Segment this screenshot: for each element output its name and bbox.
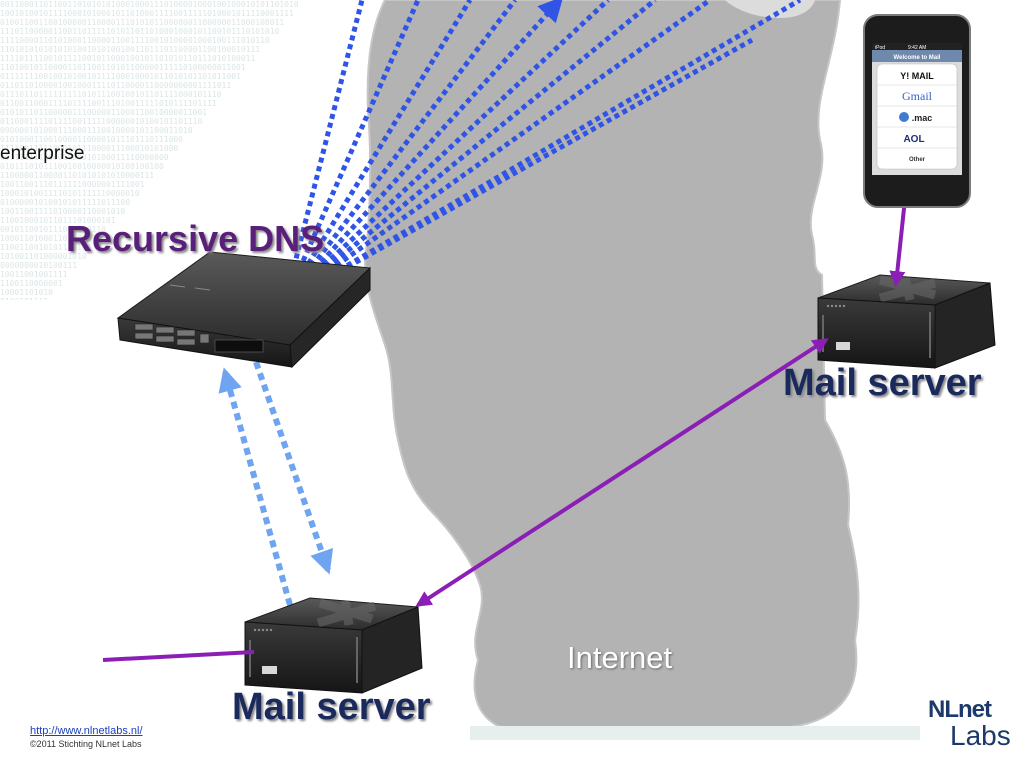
dns-query-arrow [282, 0, 365, 303]
recursive-dns-label: Recursive DNS [66, 218, 325, 259]
phone-option-aol: AOL [903, 134, 924, 145]
dns-query-arrow [283, 0, 712, 305]
footer: http://www.nlnetlabs.nl/ ©2011 Stichting… [30, 725, 143, 751]
local-dns-response-arrow [253, 361, 334, 575]
binary-background-pattern: 0011000110110011010101010001000111010000… [0, 0, 299, 300]
logo-line2: Labs [950, 720, 1011, 751]
local-dns-arrows [218, 361, 334, 606]
smtp-arrow-between-servers [415, 338, 829, 607]
mac-globe-icon [899, 112, 909, 122]
phone-option-yahoo-mail: Y! MAIL [900, 71, 934, 81]
copyright-text: ©2011 Stichting NLnet Labs [30, 739, 142, 749]
dns-query-arrow [282, 0, 421, 304]
footer-decoration-strip [470, 726, 920, 740]
dns-query-arrow [283, 0, 610, 304]
enterprise-label: enterprise [0, 143, 85, 164]
dns-query-arrows [282, 0, 802, 305]
recursive-dns-server [116, 251, 372, 369]
phone-screen-title: Welcome to Mail [894, 55, 941, 61]
mail-server-local-label: Mail server [232, 686, 431, 728]
internet-label: Internet [567, 640, 673, 675]
local-dns-query-arrow [218, 367, 293, 606]
phone-option-other: Other [909, 157, 926, 163]
phone-option-gmail: Gmail [902, 89, 933, 103]
smtp-arrow-client-to-server [102, 650, 255, 662]
phone-option-mac: .mac [912, 113, 933, 123]
phone-status-left: iPod [875, 45, 885, 51]
mail-server-remote [817, 274, 996, 369]
mobile-phone: iPod 9:42 AM Welcome to Mail Y! MAIL Gma… [863, 14, 971, 208]
dns-query-arrow [283, 0, 657, 304]
nlnet-labs-logo: NLnet Labs [928, 696, 1018, 756]
phone-status-time: 9:42 AM [908, 45, 926, 51]
nlnetlabs-link[interactable]: http://www.nlnetlabs.nl/ [30, 725, 143, 737]
dns-query-arrow [283, 0, 517, 304]
logo-line1: NLnet [928, 696, 992, 723]
mail-server-local [244, 597, 423, 694]
mail-server-remote-label: Mail server [783, 362, 982, 404]
